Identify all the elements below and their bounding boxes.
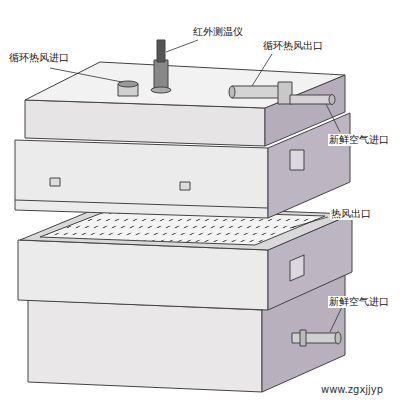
pipe-flange: [300, 330, 306, 346]
base-front: [28, 300, 262, 392]
seam: [15, 200, 268, 208]
outlet-end: [229, 86, 235, 98]
upper-band-front: [15, 140, 268, 218]
callout-label: 热风出口: [330, 208, 372, 220]
pipe-end: [335, 332, 341, 344]
callout-label: 红外测温仪: [192, 26, 244, 38]
leader-line: [50, 68, 122, 82]
callout-label: 循环热风进口: [8, 52, 70, 64]
callout-label: 新鲜空气进口: [328, 134, 390, 146]
thermometer-body: [154, 60, 168, 90]
latch: [180, 182, 190, 190]
leader-line: [326, 104, 340, 132]
fresh-air-pipe-top: [290, 95, 332, 104]
lid-top: [25, 62, 345, 108]
lower-band-front: [18, 240, 268, 310]
callout-label: 新鲜空气进口: [328, 296, 390, 308]
callout-label: 循环热风出口: [262, 40, 324, 52]
thermometer-head: [157, 40, 165, 62]
side-box: [290, 150, 304, 170]
side-box: [290, 255, 304, 281]
latch: [50, 178, 60, 186]
leader-line: [252, 54, 272, 86]
leader-line: [166, 40, 198, 52]
thermometer-base: [151, 87, 171, 93]
fresh-air-pipe: [292, 333, 338, 343]
watermark: www.zgxjjyp: [320, 384, 384, 396]
leader-line: [290, 217, 328, 228]
leader-line: [330, 307, 342, 332]
pipe-end: [329, 95, 335, 105]
